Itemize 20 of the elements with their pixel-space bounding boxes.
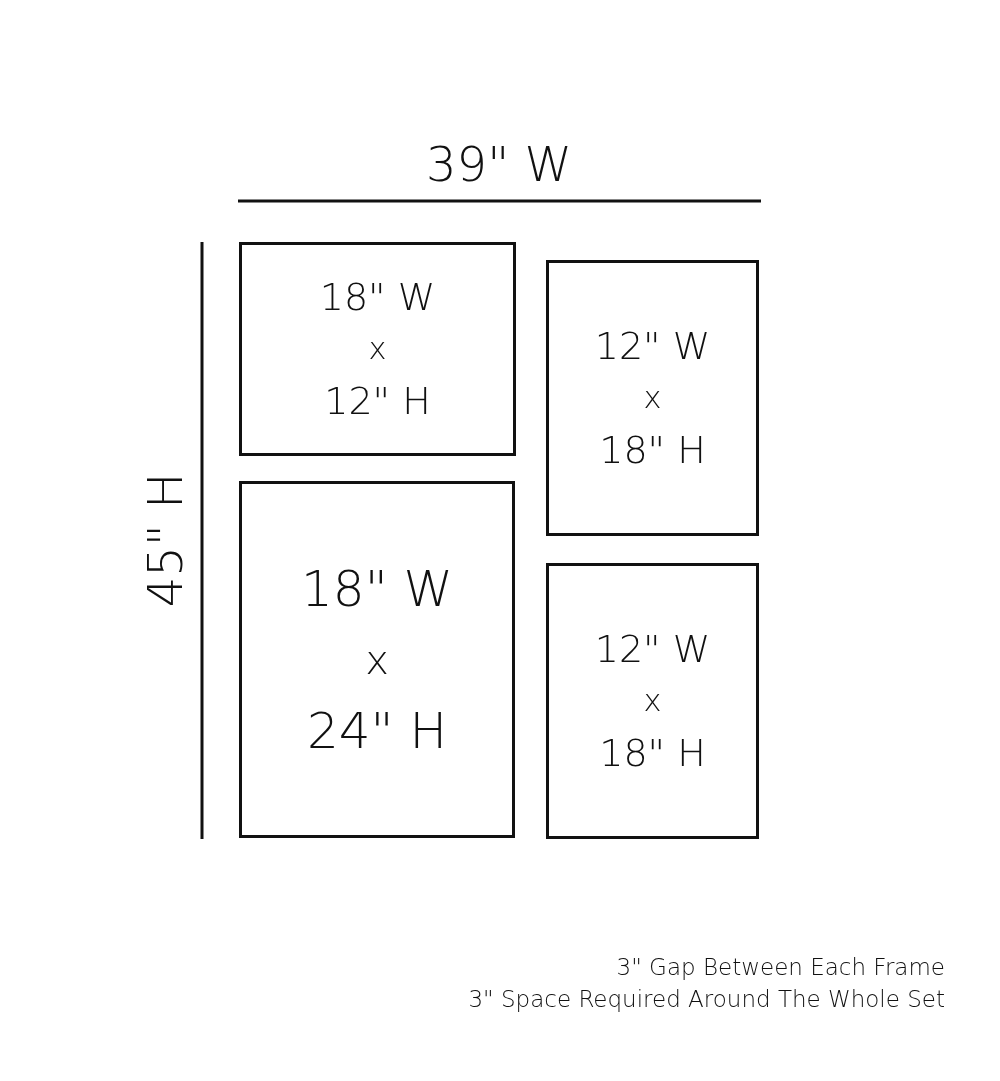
width-dimension: 39" W [426, 136, 572, 192]
frame-size-label: 18" H [599, 734, 706, 773]
times-sign: x [368, 333, 387, 365]
height-dimension: 45" H [137, 472, 193, 608]
frame-box [239, 242, 516, 456]
note-text: 3" Gap Between Each Frame [616, 954, 945, 980]
frame-size-label: 12" H [324, 382, 431, 421]
frame-box [239, 481, 515, 838]
frame-box [546, 563, 759, 839]
times-sign: x [643, 382, 662, 414]
frame-size-label: 12" W [594, 326, 711, 365]
times-sign: x [643, 685, 662, 717]
frame-size-label: 18" W [319, 277, 436, 316]
frame-size-label: 18" W [301, 563, 453, 614]
times-sign: x [365, 639, 389, 680]
frame-size-label: 18" H [599, 431, 706, 470]
note-text: 3" Space Required Around The Whole Set [468, 986, 945, 1012]
frame-box [546, 260, 759, 536]
frame-size-label: 12" W [594, 629, 711, 668]
frame-size-label: 24" H [306, 705, 448, 756]
